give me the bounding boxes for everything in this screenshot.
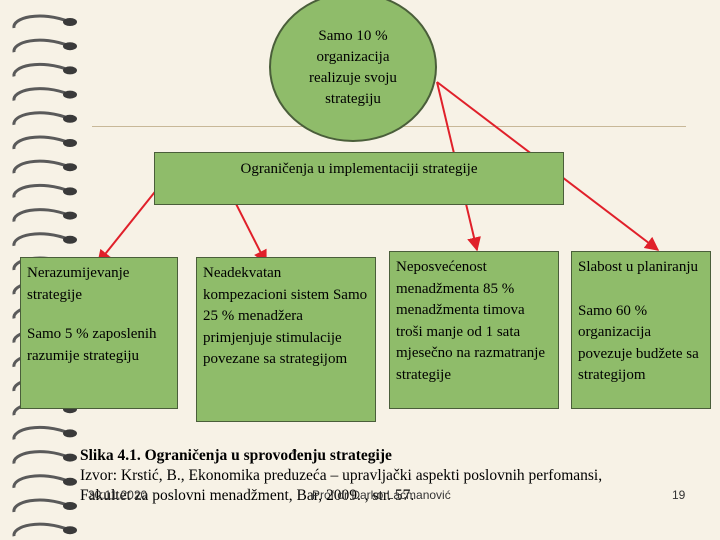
constraint-box-4-detail: Samo 60 % organizacija povezuje budžete … bbox=[578, 302, 699, 384]
top-node-oval bbox=[269, 0, 437, 142]
arrow-banner-to-box-1 bbox=[97, 187, 159, 265]
spiral-ring bbox=[12, 522, 77, 537]
spiral-ring bbox=[12, 208, 77, 222]
caption-source-line-2: Fakultet za poslovni menadžment, Bar, 20… bbox=[80, 487, 415, 504]
spiral-ring bbox=[12, 474, 77, 489]
spiral-ring bbox=[12, 450, 77, 464]
footer-page-number: 19 bbox=[672, 488, 686, 502]
caption-title: Slika 4.1. Ograničenja u sprovođenju str… bbox=[80, 447, 392, 464]
spiral-ring bbox=[12, 111, 77, 126]
constraint-box-1-detail: Samo 5 % zaposlenih razumije strategiju bbox=[27, 326, 157, 364]
constraint-box-4-title: Slabost u planiranju bbox=[578, 259, 698, 275]
banner-text: Ograničenja u implementaciji strategije bbox=[240, 161, 478, 177]
top-node-text: Samo 10 % organizacija realizuje svoju s… bbox=[309, 28, 397, 107]
footer-author: Prof.dr Darko Lacmanović bbox=[312, 488, 451, 502]
spiral-ring bbox=[12, 14, 77, 29]
constraint-box-3: Neposvećenost menadžmenta 85 % menadžmen… bbox=[389, 251, 559, 409]
spiral-ring bbox=[12, 425, 77, 440]
constraint-box-1: Nerazumijevanje strategije Samo 5 % zapo… bbox=[20, 257, 178, 409]
spiral-ring bbox=[12, 159, 77, 174]
spiral-ring bbox=[12, 183, 77, 198]
constraint-box-2-text: Neadekvatan kompezacioni sistem Samo 25 … bbox=[203, 265, 368, 367]
constraint-box-2: Neadekvatan kompezacioni sistem Samo 25 … bbox=[196, 257, 376, 422]
caption-source-line-1: Izvor: Krstić, B., Ekonomika preduzeća –… bbox=[80, 467, 603, 484]
spiral-ring bbox=[12, 498, 77, 513]
spiral-ring bbox=[12, 87, 77, 101]
constraint-box-4: Slabost u planiranju Samo 60 % organizac… bbox=[571, 251, 711, 409]
figure-caption: Slika 4.1. Ograničenja u sprovođenju str… bbox=[80, 446, 700, 506]
constraint-box-1-title: Nerazumijevanje strategije bbox=[27, 265, 130, 303]
spiral-ring bbox=[12, 232, 77, 247]
spiral-ring bbox=[12, 38, 77, 53]
spiral-ring bbox=[12, 135, 77, 150]
banner-box bbox=[154, 152, 564, 205]
constraint-box-3-text: Neposvećenost menadžmenta 85 % menadžmen… bbox=[396, 259, 546, 383]
footer-date: 30.11.2020 bbox=[88, 488, 148, 502]
spiral-ring bbox=[12, 62, 77, 77]
